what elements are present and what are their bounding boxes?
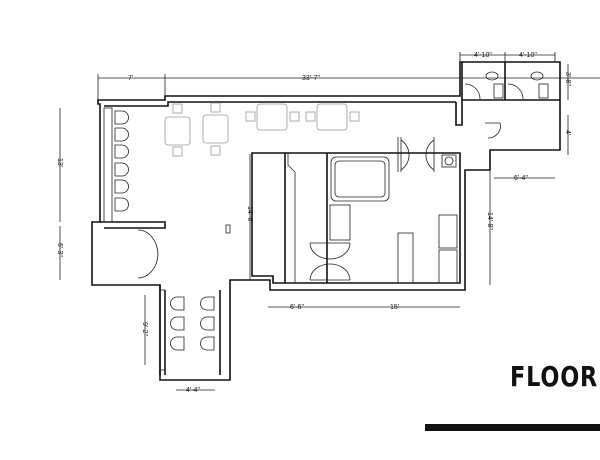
dim-restroom-2-width: 4'-10" — [519, 52, 537, 59]
kitchen-fixtures — [329, 154, 458, 284]
title-underline — [425, 424, 600, 431]
dim-top-left: 7' — [128, 75, 133, 82]
bench-seats-left — [103, 107, 129, 223]
dim-alcove-width: 4'-4" — [186, 387, 200, 394]
dim-kitchen-width: 15' — [390, 304, 399, 311]
dim-hall-width: 6'-4" — [514, 175, 528, 182]
dim-entry: 6'-3" — [56, 243, 63, 257]
dim-right-height: 14'-8" — [486, 212, 493, 230]
dim-restroom-1-width: 4'-10" — [474, 52, 492, 59]
dim-kitchen-height: 14'-6" — [246, 206, 253, 224]
dim-left-wall: 13' — [56, 158, 63, 167]
page-title: FLOORPL — [510, 360, 600, 393]
dimension-labels: 7' 33'-7" 4'-10" 4'-10" 3'-8" 4' 6'-4" 1… — [56, 52, 571, 394]
dim-corridor-width: 6'-6" — [290, 304, 304, 311]
dim-restroom-depth: 3'-8" — [564, 72, 571, 86]
bench-seats-lower — [159, 289, 215, 371]
dim-hall-depth: 4' — [564, 130, 571, 135]
dining-tables — [164, 102, 360, 157]
dimension-lines — [59, 52, 600, 391]
doors — [137, 71, 549, 281]
dim-lower-alcove: 9'-2" — [141, 322, 148, 336]
dim-top-main: 33'-7" — [302, 75, 320, 82]
